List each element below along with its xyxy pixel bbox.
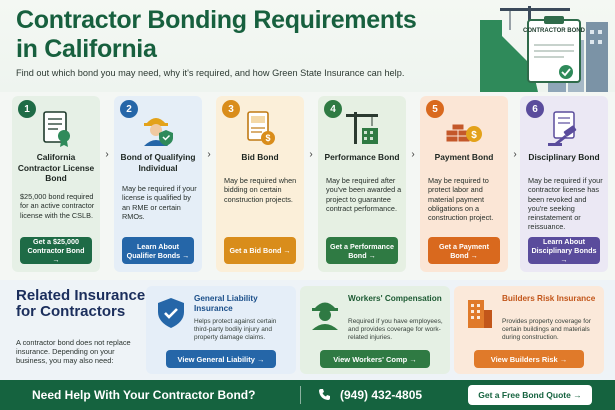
step-title: Payment Bond — [434, 152, 494, 162]
bricks-coin-icon: $ — [445, 123, 482, 143]
insurance-description: Required if you have employees, and prov… — [348, 318, 443, 341]
step-card-payment-bond: 5 $ Payment Bond May be required to prot… — [420, 96, 508, 272]
footer-bar: Need Help With Your Contractor Bond? (94… — [0, 380, 615, 410]
step-button-disciplinary-bond[interactable]: Learn About Disciplinary Bonds → — [528, 237, 600, 264]
step-number: 2 — [120, 100, 138, 118]
step-description: May be required if your contractor licen… — [528, 176, 603, 232]
california-skyline-illustration: CONTRACTOR BOND — [480, 6, 608, 92]
step-button-payment-bond[interactable]: Get a Payment Bond → — [428, 237, 500, 264]
step-button-performance-bond[interactable]: Get a Performance Bond → — [326, 237, 398, 264]
chevron-right-icon: › — [411, 149, 415, 160]
step-number: 1 — [18, 100, 36, 118]
free-bond-quote-button[interactable]: Get a Free Bond Quote → — [468, 385, 592, 405]
page-title: Contractor Bonding Requirements in Calif… — [16, 6, 417, 63]
step-button-bid-bond[interactable]: Get a Bid Bond → — [224, 237, 296, 264]
chevron-right-icon: › — [105, 149, 109, 160]
worker-shield-icon — [144, 118, 173, 146]
insurance-description: Provides property coverage for certain b… — [502, 318, 591, 341]
step-description: May be required to protect labor and mat… — [428, 176, 494, 223]
clipboard-sign-label: CONTRACTOR BOND — [523, 28, 586, 34]
shield-check-icon — [158, 298, 184, 328]
view-workers-comp-button[interactable]: View Workers' Comp → — [320, 350, 430, 368]
step-card-performance-bond: 4 Performance Bond May be required after… — [318, 96, 406, 272]
step-description: May be required if your license is quali… — [122, 184, 197, 221]
related-insurance-section: Related Insurance for Contractors A cont… — [0, 280, 615, 380]
certificate-icon — [43, 111, 70, 147]
footer-phone-link[interactable]: (949) 432-4805 — [340, 388, 423, 402]
bond-steps: 1 California Contractor License Bond $25… — [12, 96, 608, 272]
view-builders-risk-button[interactable]: View Builders Risk → — [474, 350, 584, 368]
chevron-right-icon: › — [309, 149, 313, 160]
building-icon — [468, 300, 492, 328]
bid-document-icon: $ — [247, 111, 275, 145]
step-card-disciplinary-bond: 6 Disciplinary Bond May be required if y… — [520, 96, 608, 272]
step-number: 6 — [526, 100, 544, 118]
insurance-title: Builders Risk Insurance — [502, 294, 596, 303]
step-button-qualifier-bond[interactable]: Learn About Qualifier Bonds → — [122, 237, 194, 264]
step-description: May be required when bidding on certain … — [224, 176, 297, 204]
step-number: 5 — [426, 100, 444, 118]
footer-question: Need Help With Your Contractor Bond? — [32, 388, 256, 402]
step-card-license-bond: 1 California Contractor License Bond $25… — [12, 96, 100, 272]
step-title: California Contractor License Bond — [17, 152, 95, 183]
step-description: $25,000 bond required for an active cont… — [20, 192, 95, 220]
hero-banner: Contractor Bonding Requirements in Calif… — [0, 0, 615, 92]
footer-divider — [300, 386, 301, 404]
step-title: Performance Bond — [324, 152, 400, 162]
step-button-license-bond[interactable]: Get a $25,000 Contractor Bond → — [20, 237, 92, 264]
step-number: 4 — [324, 100, 342, 118]
step-card-bid-bond: 3 $ Bid Bond May be required when biddin… — [216, 96, 304, 272]
step-number: 3 — [222, 100, 240, 118]
clipboard-art-icon — [527, 16, 581, 83]
insurance-description: Helps protect against certain third-part… — [194, 318, 277, 341]
related-text: A contractor bond does not replace insur… — [16, 338, 131, 366]
insurance-title: Workers' Compensation — [348, 294, 442, 303]
step-title: Bid Bond — [241, 152, 279, 162]
hardhat-worker-icon — [312, 302, 338, 330]
related-title: Related Insurance for Contractors — [16, 287, 146, 320]
svg-text:$: $ — [265, 133, 270, 143]
svg-text:$: $ — [471, 130, 477, 141]
insurance-card-builders-risk: Builders Risk Insurance Provides propert… — [454, 286, 604, 374]
insurance-card-general-liability: General Liability Insurance Helps protec… — [146, 286, 296, 374]
phone-icon — [319, 389, 330, 400]
step-title: Disciplinary Bond — [528, 152, 600, 162]
gavel-icon — [548, 111, 577, 146]
step-description: May be required after you've been awarde… — [326, 176, 402, 213]
chevron-right-icon: › — [513, 149, 517, 160]
page-subtitle: Find out which bond you may need, why it… — [16, 68, 405, 78]
insurance-title: General Liability Insurance — [194, 294, 258, 313]
insurance-card-workers-comp: Workers' Compensation Required if you ha… — [300, 286, 450, 374]
chevron-right-icon: › — [207, 149, 211, 160]
crane-icon — [346, 112, 378, 144]
step-card-qualifier-bond: 2 Bond of Qualifying Individual May be r… — [114, 96, 202, 272]
view-general-liability-button[interactable]: View General Liability → — [166, 350, 276, 368]
step-title: Bond of Qualifying Individual — [120, 152, 196, 173]
